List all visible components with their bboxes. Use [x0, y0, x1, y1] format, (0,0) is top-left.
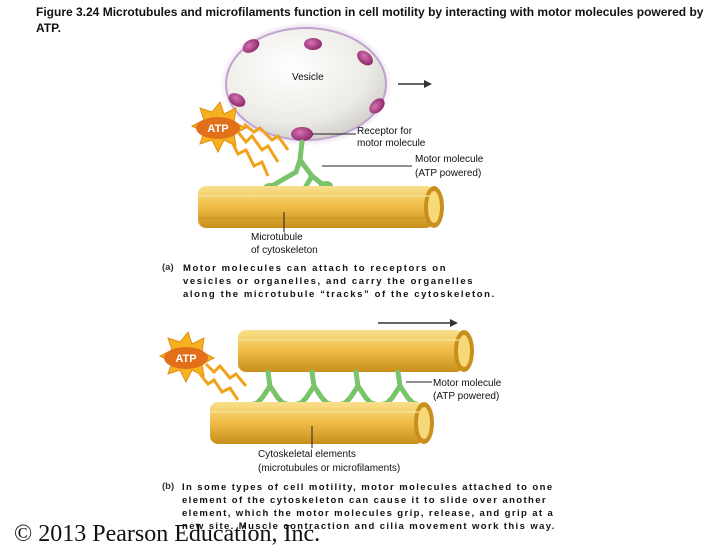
panel-a-caption: Motor molecules can attach to receptors … — [183, 262, 583, 301]
panel-b-tag: (b) — [162, 481, 175, 492]
receptor-for-motor-molecule — [291, 127, 313, 141]
atp-label-a: ATP — [207, 123, 228, 135]
panel-a-tag: (a) — [162, 262, 174, 273]
panel-a-caption-line2: vesicles or organelles, and carry the or… — [183, 276, 475, 287]
lower-cytoskeletal-element — [210, 402, 434, 444]
figure-title: Figure 3.24 Microtubules and microfilame… — [36, 5, 704, 35]
microtubule-label-line2: of cytoskeleton — [251, 245, 318, 256]
panel-a-illustration: ATP — [190, 22, 444, 232]
panel-b-caption: In some types of cell motility, motor mo… — [182, 481, 712, 533]
receptor-label: Receptor for motor molecule — [357, 126, 425, 150]
atp-label-b: ATP — [175, 353, 196, 365]
elements-label-line1: Cytoskeletal elements — [258, 449, 356, 460]
copyright-notice: © 2013 Pearson Education, Inc. — [14, 521, 321, 547]
motor-molecule-label-b: Motor molecule (ATP powered) — [433, 378, 501, 403]
motor-molecule-a — [269, 139, 325, 189]
microtubule-a — [198, 186, 444, 228]
upper-cytoskeletal-element — [238, 330, 474, 372]
vesicle-receptors — [228, 38, 385, 114]
energy-bolts-b — [198, 362, 248, 401]
motor-label-a-line1: Motor molecule — [415, 154, 484, 165]
panel-b-illustration: ATP — [158, 319, 474, 448]
elements-label-line2: (microtubules or microfilaments) — [258, 463, 401, 474]
panel-b-caption-line4: new site. Muscle contraction and cilia m… — [182, 521, 556, 532]
vesicle-label: Vesicle — [292, 72, 324, 83]
panel-b-caption-line1: In some types of cell motility, motor mo… — [182, 482, 554, 493]
microtubule-label: Microtubule of cytoskeleton — [251, 232, 318, 257]
panel-b-caption-line2: element of the cytoskeleton can cause it… — [182, 495, 548, 506]
panel-b-caption-line3: element, which the motor molecules grip,… — [182, 508, 555, 519]
motor-label-b-line2: (ATP powered) — [433, 391, 500, 402]
atp-star-b: ATP — [158, 330, 216, 384]
receptor-label-line2: motor molecule — [357, 138, 426, 149]
motor-label-a-line2: (ATP powered) — [415, 168, 482, 179]
atp-star-a: ATP — [190, 100, 248, 154]
receptor-label-line1: Receptor for — [357, 126, 413, 137]
motor-label-b-line1: Motor molecule — [433, 378, 502, 389]
energy-bolts-a — [230, 122, 290, 177]
microtubule-label-line1: Microtubule — [251, 232, 303, 243]
panel-a-caption-line1: Motor molecules can attach to receptors … — [183, 263, 448, 274]
motor-molecules-b — [253, 369, 417, 407]
cytoskeletal-elements-label: Cytoskeletal elements (microtubules or m… — [258, 449, 400, 475]
motor-molecule-label-a: Motor molecule (ATP powered) — [415, 154, 483, 180]
panel-a-caption-line3: along the microtubule “tracks” of the cy… — [183, 289, 496, 300]
